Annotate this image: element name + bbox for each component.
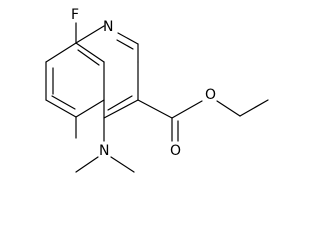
fluoro-substituent: F — [71, 7, 79, 44]
bond-n1-c2-inner — [116, 39, 134, 50]
amine-nitrogen-label: N — [99, 143, 109, 159]
bond-carbonyl-ether-o — [171, 100, 203, 119]
bond-c4-c5 — [75, 99, 105, 118]
bond-c3-c4-inner — [107, 95, 133, 111]
ring-nitrogen: N — [103, 19, 113, 35]
bond-c5-c6 — [45, 99, 77, 118]
bond-c3-c4 — [103, 99, 139, 119]
bond-c5-c6-inner — [51, 95, 76, 110]
ethyl-ester-substituent: O O — [137, 87, 269, 159]
ring-nitrogen-label: N — [103, 19, 113, 35]
molecule-drawing: F N N O O — [45, 7, 269, 173]
carbonyl-oxygen-label: O — [170, 143, 181, 159]
bond-ch2-ch3 — [239, 99, 269, 117]
bond-c4a-n1 — [75, 25, 105, 44]
bond-c3-carbonyl — [137, 99, 173, 119]
structure-diagram: F N N O O — [45, 7, 269, 173]
ether-oxygen-label: O — [205, 87, 216, 103]
benzo-ring — [45, 42, 105, 118]
pyridine-ring — [75, 25, 139, 119]
bond-c8-c8a — [45, 42, 77, 63]
dimethylamino-substituent: N — [75, 117, 135, 173]
bond-namine-methyl-right — [110, 156, 135, 173]
bond-c8a-c4a — [75, 42, 105, 63]
bond-ether-o-ch2 — [216, 100, 241, 117]
fluorine-label: F — [71, 7, 79, 23]
bond-namine-methyl-left — [75, 156, 99, 173]
bond-n1-c2 — [117, 32, 139, 45]
bond-c8a-c4a-inner — [77, 49, 100, 66]
